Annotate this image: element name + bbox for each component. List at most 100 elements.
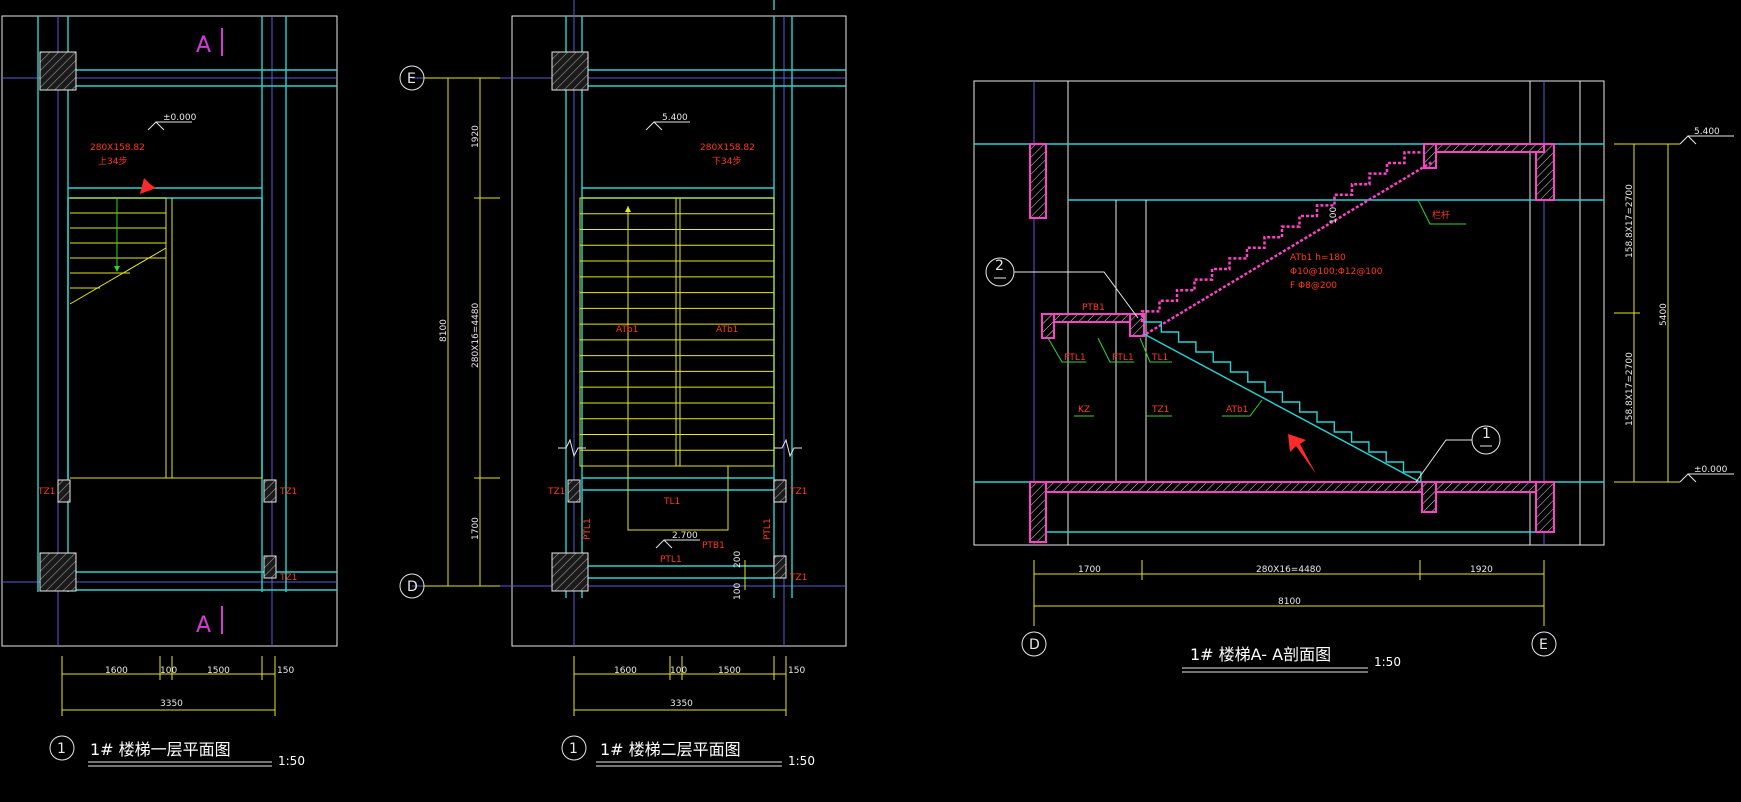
plan2-tz1-label: TZ1: [789, 487, 807, 497]
section-title: 1# 楼梯A- A剖面图: [1190, 645, 1331, 664]
lower-stair-steps: [1144, 321, 1422, 482]
plan1-title: 1# 楼梯一层平面图: [90, 740, 231, 759]
upper-stair-flight: [1140, 151, 1422, 322]
plan1-tz1-label: TZ1: [279, 573, 297, 583]
plan2-stair-note-1: 280X158.82: [700, 143, 755, 153]
plan1-section-mark-bottom: A: [196, 613, 211, 638]
plan1-stair-note-1: 280X158.82: [90, 143, 145, 153]
plan2-dim: 1500: [718, 666, 741, 676]
section-axis-d-bubble: [1021, 631, 1047, 657]
plan2-axis-d: D: [407, 579, 418, 595]
section-hdim: 280X16=4480: [1256, 565, 1322, 575]
ground-slab: [1029, 481, 1545, 493]
level-marker: [655, 539, 673, 549]
mid-landing-beam: [1129, 313, 1145, 337]
detail-leader: [1014, 271, 1139, 319]
section-ptl-label: PTL1: [1064, 353, 1086, 363]
plan2-tz1-label: TZ1: [547, 487, 565, 497]
plan1-section-mark-top: A: [196, 33, 211, 58]
plan2-level: 5.400: [662, 113, 688, 123]
top-landing-beam: [1423, 143, 1437, 169]
wall-concrete: [1535, 481, 1555, 533]
section-tz-label: TZ1: [1151, 405, 1169, 415]
column-tz1: [773, 555, 787, 579]
upper-stair-steps: [1140, 151, 1422, 322]
column-tz1: [567, 479, 581, 503]
section-axis-e-bubble: [1531, 631, 1557, 657]
section-railing-label: 栏杆: [1432, 209, 1450, 221]
plan1-dim: 1500: [207, 666, 230, 676]
plan2-axis-d-bubble: [399, 573, 425, 599]
mid-landing-slab: [1041, 313, 1143, 323]
detail-2-label: 2: [995, 258, 1004, 274]
section-ptb-label: PTB1: [1082, 303, 1105, 313]
plan2-scale: 1:50: [788, 754, 815, 768]
wall-concrete: [1029, 143, 1047, 219]
plan2-vdim: 1920: [471, 125, 481, 148]
break-mark: [558, 438, 586, 458]
section-a-a: 2 1 PTB1 PTL1 PTL1 TL1 KZ TZ1 ATb1 栏杆 10…: [973, 80, 1734, 673]
mid-landing-beam: [1041, 313, 1055, 339]
plan1-stair-flight: [69, 197, 262, 479]
top-landing-slab: [1423, 143, 1545, 153]
detail-leader: [1415, 439, 1472, 483]
plan1-axis-label: 1: [57, 741, 66, 757]
plan1-level: ±0.000: [163, 113, 197, 123]
column-tz1: [263, 479, 277, 503]
plan2-ptl-label-right: PTL1: [763, 518, 773, 540]
column: [39, 51, 77, 91]
plan2-vdim: 1700: [471, 517, 481, 540]
section-ptl-label: PTL1: [1112, 353, 1134, 363]
plan1-stair-note-2: 上34步: [98, 156, 127, 167]
plan2-stair-flights: [579, 197, 775, 531]
break-mark: [774, 438, 802, 458]
plan1-tz1-label: TZ1: [37, 487, 55, 497]
section-dim-100: 100: [1329, 207, 1339, 224]
section-atb-label: ATb1: [1226, 405, 1248, 415]
section-hdim: 1920: [1470, 565, 1493, 575]
section-hdim: 1700: [1078, 565, 1101, 575]
section-axis-d: D: [1029, 637, 1040, 653]
plan2-ptb-label: PTB1: [702, 541, 725, 551]
plan2-axis-bubble: [561, 735, 587, 761]
plan2-axis-label: 1: [569, 741, 578, 757]
plan1-axis-bubble: [49, 735, 75, 761]
plan2-ptl-label-left: PTL1: [583, 518, 593, 540]
column-tz1: [57, 479, 71, 503]
plan1-border: [1, 15, 338, 647]
plan2-axis-e: E: [407, 71, 416, 87]
section-axis-e: E: [1539, 637, 1548, 653]
plan2-flight-label: ATb1: [716, 325, 738, 335]
plan2-dim: 150: [788, 666, 805, 676]
section-bottom-level: ±0.000: [1694, 465, 1728, 475]
section-tl-label: TL1: [1151, 353, 1168, 363]
section-vtotal: 5400: [1659, 303, 1669, 326]
level-marker: [1679, 135, 1697, 145]
red-arrow-pointer: [1288, 434, 1316, 474]
plan1-tz1-label: TZ1: [279, 487, 297, 497]
plan2-vdim: 280X16=4480: [471, 302, 481, 368]
column: [551, 51, 589, 91]
plan1-dim: 1600: [105, 666, 128, 676]
plan1-dim: 150: [277, 666, 294, 676]
plan2-small-dim: 100: [733, 583, 743, 600]
column: [551, 552, 589, 592]
section-vdim: 158.8X17=2700: [1625, 184, 1635, 258]
level-marker: [147, 121, 165, 131]
plan1-dim: 100: [160, 666, 177, 676]
plan2-flight-label: ATb1: [616, 325, 638, 335]
plan2-border: [511, 15, 847, 647]
level-marker: [645, 121, 663, 131]
detail-1-label: 1: [1482, 426, 1491, 442]
section-top-level: 5.400: [1694, 127, 1720, 137]
section-flight-note-2: Φ10@100;Φ12@100: [1290, 267, 1383, 277]
section-flight-note-1: ATb1 h=180: [1290, 253, 1346, 263]
column: [39, 552, 77, 592]
level-marker: [1679, 473, 1697, 483]
section-border: [973, 80, 1605, 546]
section-htotal: 8100: [1278, 597, 1301, 607]
plan1-scale: 1:50: [278, 754, 305, 768]
plan2-axis-e-bubble: [399, 65, 425, 91]
